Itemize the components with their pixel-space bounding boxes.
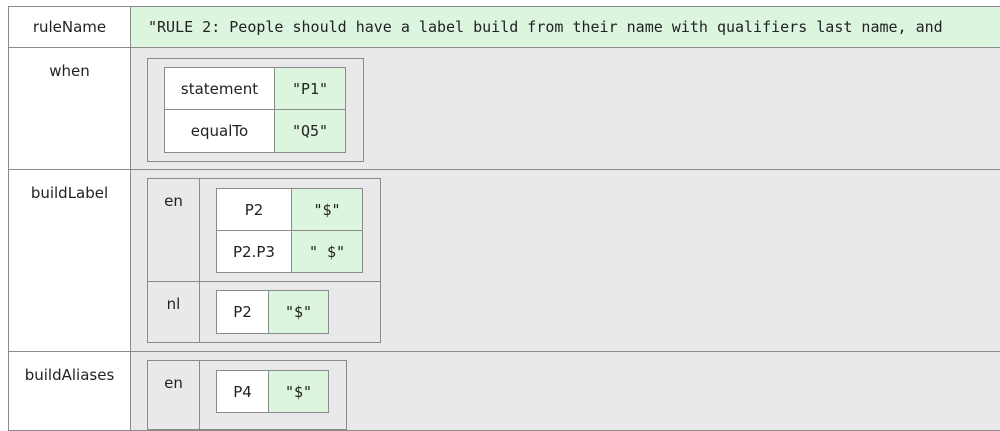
when-statement-value[interactable]: "P1" xyxy=(274,67,346,110)
when-statement-key: statement xyxy=(164,67,275,110)
buildaliases-box: en P4 "$" xyxy=(147,360,347,431)
buildlabel-panel: en P2 "$" P2.P3 " $" nl xyxy=(130,169,1000,352)
buildlabel-en-p2p3-key-label: P2.P3 xyxy=(233,242,275,261)
buildaliases-en-lang: en xyxy=(148,361,200,431)
rulename-key-label: ruleName xyxy=(32,18,107,36)
row-when-key: when xyxy=(8,47,131,170)
buildlabel-nl-p2-value[interactable]: "$" xyxy=(268,290,329,334)
buildaliases-en-area: P4 "$" xyxy=(200,361,346,431)
buildlabel-en-lang-label: en xyxy=(164,192,183,210)
buildlabel-en-p2p3-value[interactable]: " $" xyxy=(291,230,363,273)
buildlabel-en-p2-value[interactable]: "$" xyxy=(291,188,363,231)
when-equalto-value[interactable]: "Q5" xyxy=(274,109,346,153)
when-box: statement "P1" equalTo "Q5" xyxy=(147,58,364,162)
buildlabel-en-p2p3-value-text: " $" xyxy=(308,242,346,261)
row-rulename-key: ruleName xyxy=(8,6,131,48)
when-equalto-key-label: equalTo xyxy=(190,122,249,140)
buildlabel-en-p2-key: P2 xyxy=(216,188,292,231)
when-statement-value-text: "P1" xyxy=(291,79,329,98)
buildaliases-key-label: buildAliases xyxy=(24,366,115,384)
buildaliases-panel: en P4 "$" xyxy=(130,351,1000,431)
buildaliases-en-lang-label: en xyxy=(164,374,183,392)
buildlabel-nl-p2-key: P2 xyxy=(216,290,269,334)
buildlabel-en-p2-value-text: "$" xyxy=(313,200,341,219)
buildlabel-nl-p2-key-label: P2 xyxy=(233,303,252,321)
rulename-value[interactable]: "RULE 2: People should have a label buil… xyxy=(130,6,1000,48)
rulename-value-text: "RULE 2: People should have a label buil… xyxy=(148,18,943,36)
buildaliases-en-p4-value-text: "$" xyxy=(284,382,313,401)
buildlabel-nl-p2-value-text: "$" xyxy=(284,303,313,321)
buildaliases-en-p4-key: P4 xyxy=(216,370,269,413)
when-equalto-value-text: "Q5" xyxy=(291,122,329,140)
buildlabel-en-lang: en xyxy=(148,179,200,282)
buildlabel-en-p2-key-label: P2 xyxy=(244,200,264,219)
row-buildaliases-key: buildAliases xyxy=(8,351,131,431)
buildlabel-en-p2p3-key: P2.P3 xyxy=(216,230,292,273)
buildaliases-en-p4-key-label: P4 xyxy=(233,382,252,401)
buildlabel-box: en P2 "$" P2.P3 " $" nl xyxy=(147,178,381,343)
when-equalto-key: equalTo xyxy=(164,109,275,153)
buildlabel-nl-lang-label: nl xyxy=(166,295,181,313)
buildlabel-nl-lang: nl xyxy=(148,282,200,342)
row-buildlabel-key: buildLabel xyxy=(8,169,131,352)
buildaliases-en-p4-value[interactable]: "$" xyxy=(268,370,329,413)
when-statement-key-label: statement xyxy=(180,79,259,98)
buildlabel-en-area: P2 "$" P2.P3 " $" xyxy=(200,179,380,282)
buildlabel-key-label: buildLabel xyxy=(30,184,109,202)
when-panel: statement "P1" equalTo "Q5" xyxy=(130,47,1000,170)
buildlabel-nl-area: P2 "$" xyxy=(200,282,380,342)
when-key-label: when xyxy=(49,62,90,80)
rule-object-table: ruleName "RULE 2: People should have a l… xyxy=(8,6,1000,431)
